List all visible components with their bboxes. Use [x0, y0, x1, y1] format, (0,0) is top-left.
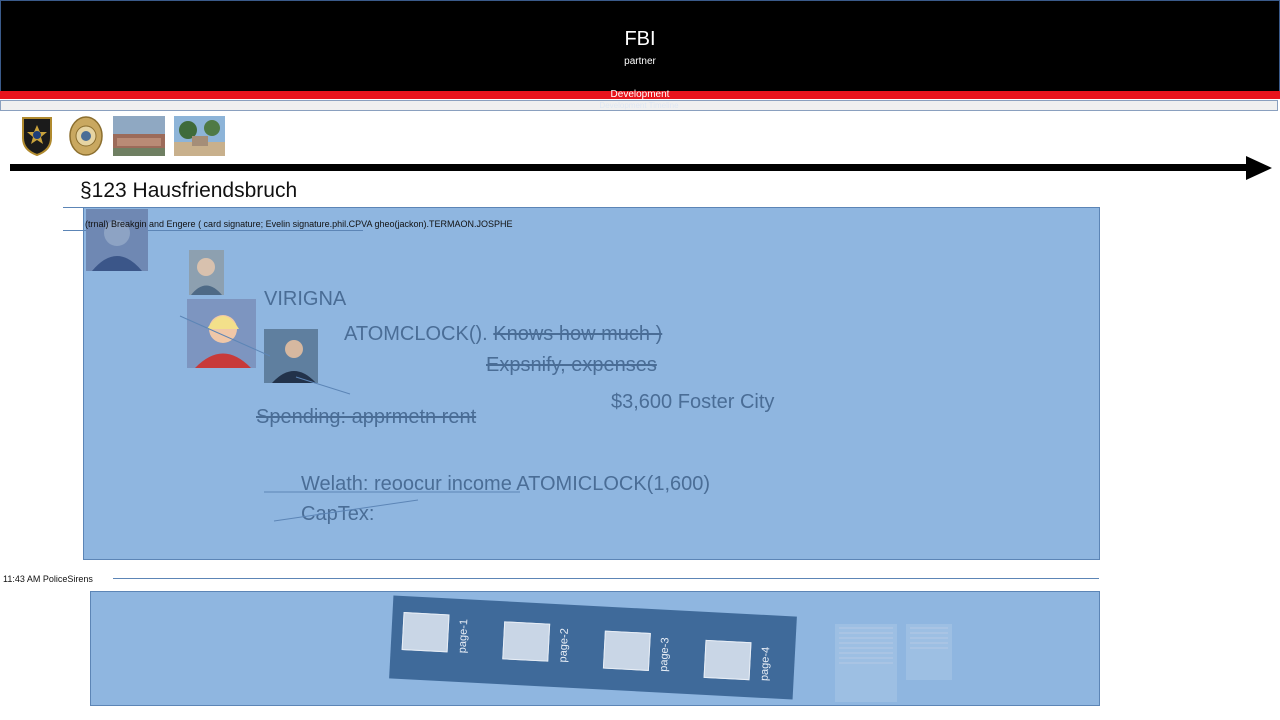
faded-document[interactable] [906, 624, 952, 680]
building-photo-icon[interactable] [113, 116, 165, 156]
page-label: page-4 [758, 646, 773, 682]
page-thumbnail[interactable] [602, 630, 651, 671]
atomclock-note: ATOMCLOCK(). Knows how much ) [344, 323, 662, 346]
wealth-note: Welath: reoocur income ATOMICLOCK(1,600) [301, 473, 711, 495]
page-thumbnail[interactable] [401, 612, 450, 653]
header-subtitle: partner [624, 56, 656, 67]
evidence-panel [83, 207, 1100, 560]
page-label: page-3 [657, 637, 672, 673]
timeline-caption-bar: Development Timeline [0, 100, 1278, 111]
page-label: page-1 [456, 618, 471, 654]
event-divider [113, 578, 1099, 579]
atomclock-label: ATOMCLOCK(). [344, 323, 488, 345]
foster-city-note: $3,600 Foster City [611, 391, 775, 413]
person-photo[interactable] [264, 329, 318, 383]
divider [63, 230, 363, 231]
event-label: 11:43 AM PoliceSirens [3, 574, 93, 584]
person-photo[interactable] [187, 299, 256, 368]
captex-note: CapTex: [301, 503, 375, 525]
atomclock-struck-note: Knows how much ) [493, 323, 663, 345]
person-photo[interactable] [86, 209, 148, 271]
police-badge-icon[interactable] [19, 116, 55, 156]
header-title: FBI [624, 28, 656, 50]
faded-document[interactable] [835, 624, 897, 702]
page-thumbnail[interactable] [703, 639, 752, 681]
street-photo-icon[interactable] [174, 116, 225, 156]
header-banner: FBI partner [0, 0, 1280, 92]
expenses-note: Expsnify, expenses [486, 354, 657, 376]
page-thumbnail[interactable] [502, 621, 551, 662]
section-heading: §123 Hausfriendsbruch [80, 179, 298, 202]
spending-note: Spending: apprmetn rent [256, 406, 477, 428]
person-photo[interactable] [189, 250, 224, 295]
police-badge-icon[interactable] [68, 116, 104, 156]
timeline-arrow [10, 156, 1272, 180]
divider [63, 207, 1053, 208]
name-label: VIRIGNA [264, 288, 347, 310]
page-label: page-2 [557, 627, 571, 663]
development-bar: Development [0, 90, 1280, 100]
case-note: (trnal) Breakgin and Engere ( card signa… [85, 219, 513, 229]
